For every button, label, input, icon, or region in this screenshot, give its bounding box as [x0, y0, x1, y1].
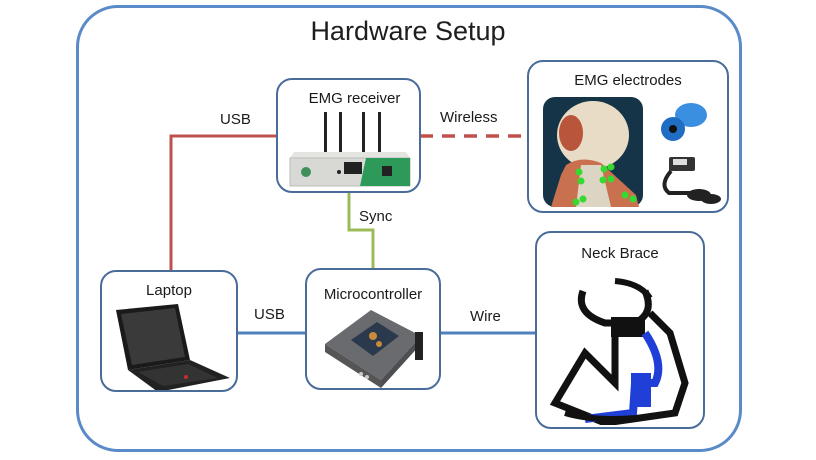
wireless-label: Wireless	[440, 109, 498, 126]
laptop-label: Laptop	[146, 282, 192, 299]
usb-label-top: USB	[220, 111, 251, 128]
wireless-router-icon	[289, 112, 411, 187]
neck-brace-icon	[549, 278, 689, 425]
laptop-node: Laptop	[100, 270, 238, 392]
sync-label: Sync	[359, 208, 393, 225]
emg-electrodes-label: EMG electrodes	[574, 72, 682, 89]
usb-label-bottom: USB	[254, 306, 285, 323]
neck-brace-label: Neck Brace	[581, 245, 659, 262]
microcontroller-icon	[325, 310, 423, 388]
edge-laptop-receiver	[169, 134, 278, 272]
edge-receiver-microcontroller	[347, 193, 375, 268]
emg-receiver-node: EMG receiver	[276, 78, 421, 193]
neck-electrodes-icon	[543, 97, 721, 207]
diagram-title: Hardware Setup	[310, 16, 506, 46]
emg-receiver-label: EMG receiver	[308, 90, 401, 107]
neck-brace-node: Neck Brace	[535, 231, 705, 429]
laptop-icon	[116, 304, 230, 390]
microcontroller-node: Microcontroller	[305, 268, 441, 390]
emg-electrodes-node: EMG electrodes	[527, 60, 729, 213]
wire-label: Wire	[470, 308, 501, 325]
microcontroller-label: Microcontroller	[323, 286, 423, 303]
